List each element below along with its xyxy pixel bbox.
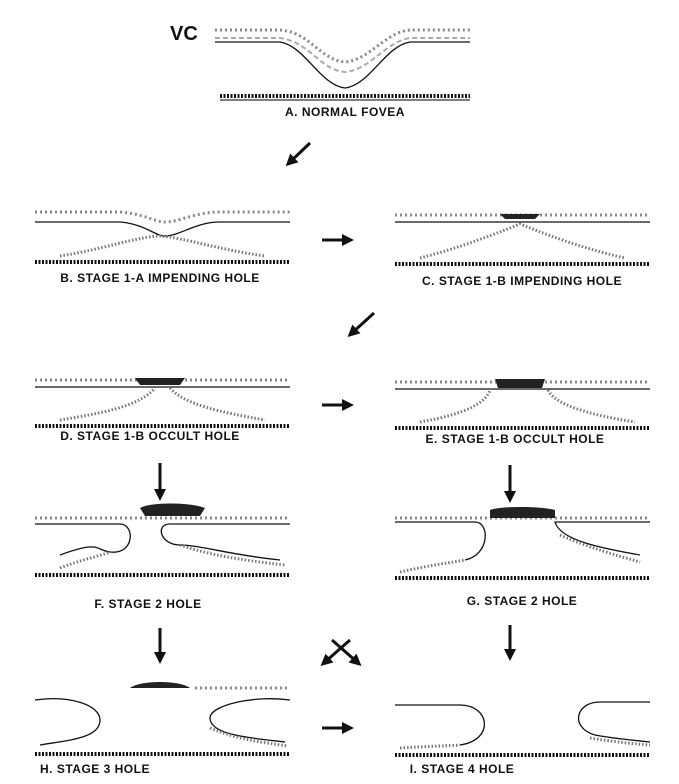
panel-label: G. STAGE 2 HOLE xyxy=(467,594,578,608)
panel-label: A. NORMAL FOVEA xyxy=(285,105,405,119)
crossed-arrows xyxy=(320,638,362,666)
vitreous-cortex-label: VC xyxy=(170,23,198,45)
panel-label: D. STAGE 1-B OCCULT HOLE xyxy=(60,429,240,443)
panel-d-stage-1b-occult: D. STAGE 1-B OCCULT HOLE xyxy=(35,378,290,443)
panel-label: H. STAGE 3 HOLE xyxy=(40,762,150,776)
panel-b-stage-1a: B. STAGE 1-A IMPENDING HOLE xyxy=(35,210,290,285)
panel-e-stage-1b-occult: E. STAGE 1-B OCCULT HOLE xyxy=(395,379,650,446)
panel-label: F. STAGE 2 HOLE xyxy=(94,597,201,611)
panel-c-stage-1b-impending: C. STAGE 1-B IMPENDING HOLE xyxy=(395,213,650,288)
arrow-a-to-b xyxy=(285,141,312,167)
panel-label: E. STAGE 1-B OCCULT HOLE xyxy=(426,432,605,446)
panel-h-stage-3: H. STAGE 3 HOLE xyxy=(34,682,291,776)
arrow-c-to-d xyxy=(347,311,376,338)
retina-surface xyxy=(215,41,470,89)
panel-i-stage-4: I. STAGE 4 HOLE xyxy=(395,701,651,776)
panel-g-stage-2: G. STAGE 2 HOLE xyxy=(395,507,650,608)
panel-label: I. STAGE 4 HOLE xyxy=(410,762,515,776)
panel-label: B. STAGE 1-A IMPENDING HOLE xyxy=(60,271,260,285)
panel-f-stage-2: F. STAGE 2 HOLE xyxy=(35,503,290,611)
panel-a-normal-fovea: VC A. NORMAL FOVEA xyxy=(170,23,470,119)
panel-label: C. STAGE 1-B IMPENDING HOLE xyxy=(422,274,622,288)
